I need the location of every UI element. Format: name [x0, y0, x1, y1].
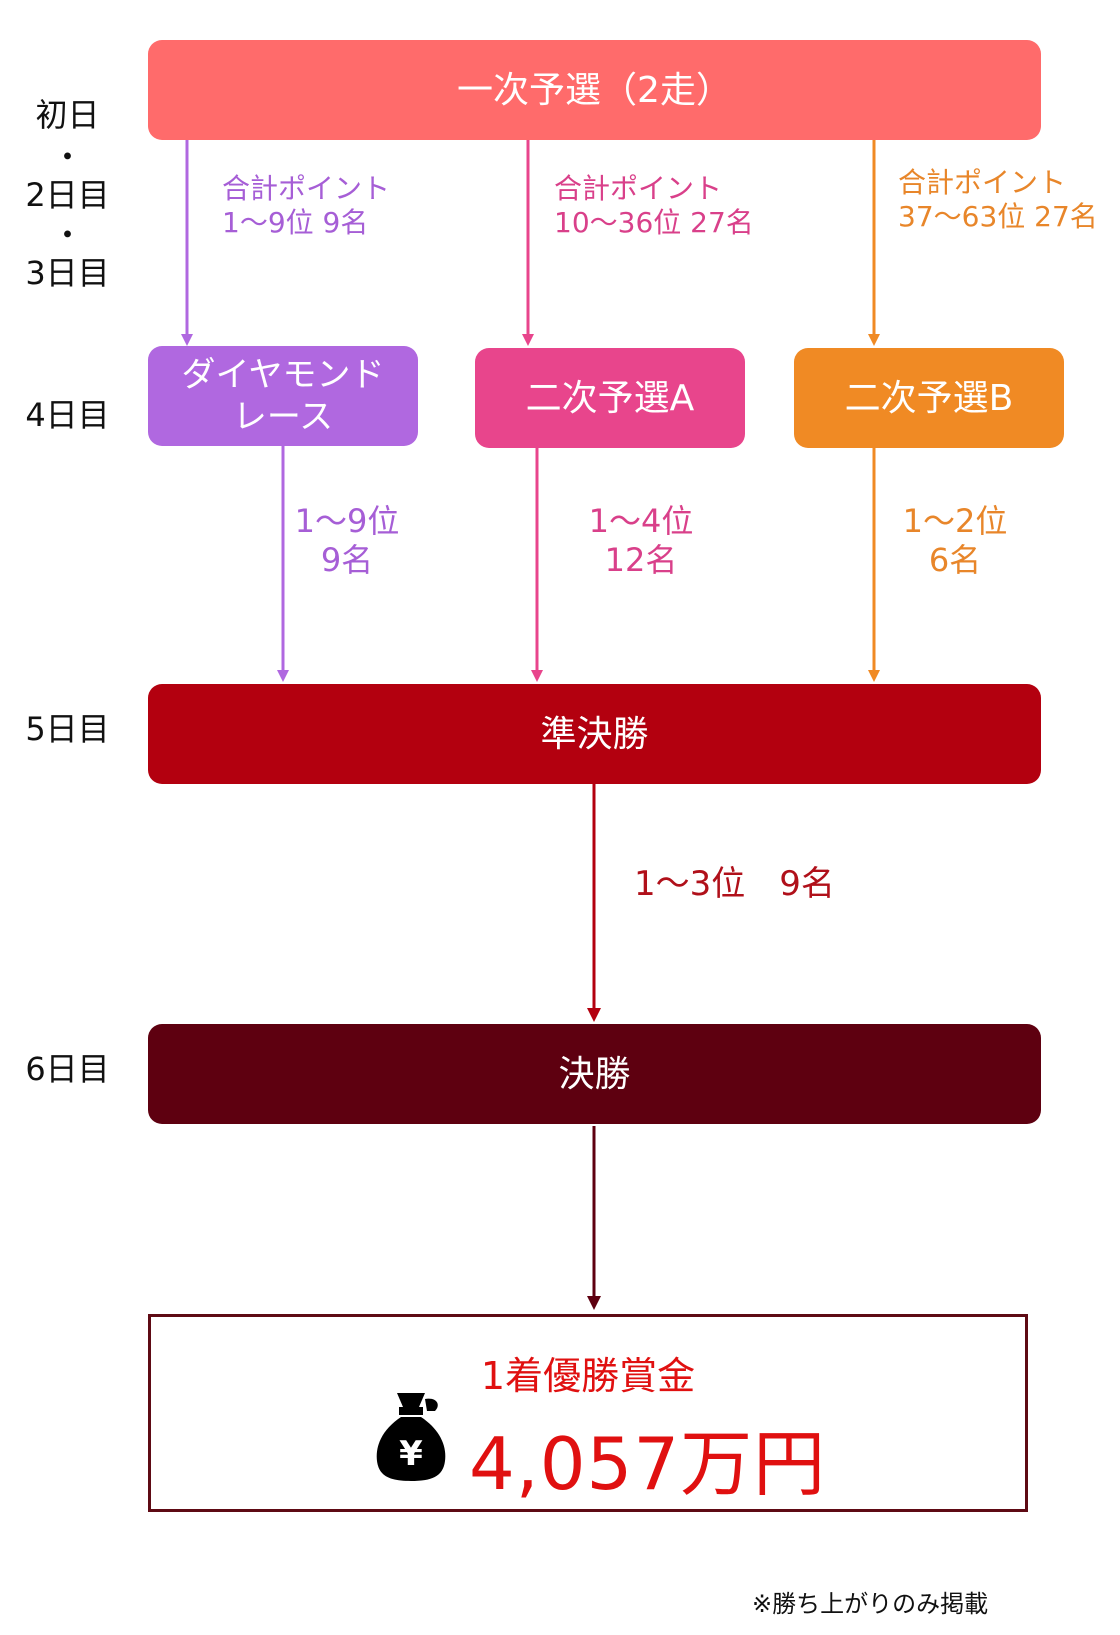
diamond-race-box: ダイヤモンド レース — [148, 346, 418, 446]
diamond-race-label-line2: レース — [232, 397, 334, 437]
day-label-1: 初日 — [35, 96, 100, 134]
semi-advance-label: 1〜3位 9名 — [634, 864, 835, 904]
diamond-race-label-line1: ダイヤモンド — [181, 354, 385, 395]
second-b-advance-line1: 1〜2位 — [902, 502, 1008, 540]
second-round-a-label: 二次予選A — [525, 377, 695, 419]
svg-text:¥: ¥ — [399, 1434, 423, 1474]
second-b-advance-line2: 6名 — [928, 541, 982, 580]
first-round-box: 一次予選（2走） — [148, 40, 1041, 140]
day-label-4: 4日目 — [25, 396, 110, 434]
diamond-advance-line1: 1〜9位 — [294, 502, 400, 540]
arrowhead — [868, 334, 880, 346]
second-a-advance-line2: 12名 — [604, 541, 678, 580]
arrowhead — [181, 334, 193, 346]
second-b-advance-label: 1〜2位 6名 — [890, 502, 1020, 580]
final-box: 決勝 — [148, 1024, 1041, 1124]
second-round-b-label: 二次予選B — [844, 377, 1014, 419]
prize-box: 1着優勝賞金 ¥ 4,057万円 — [148, 1314, 1028, 1512]
final-label: 決勝 — [558, 1053, 631, 1095]
to-second-a-label-line1: 合計ポイント — [554, 172, 723, 205]
to-second-a-label-line2: 10〜36位 27名 — [554, 206, 754, 240]
semi-final-label: 準決勝 — [540, 713, 649, 755]
second-a-advance-label: 1〜4位 12名 — [576, 502, 706, 580]
footnote: ※勝ち上がりのみ掲載 — [752, 1590, 989, 1618]
arrowhead — [277, 670, 289, 682]
arrowhead — [531, 670, 543, 682]
arrowhead — [587, 1296, 601, 1310]
arrowhead — [522, 334, 534, 346]
day-label-2: 2日目 — [25, 176, 110, 214]
day-label-3: 3日目 — [25, 254, 110, 292]
day-label-6: 6日目 — [25, 1050, 110, 1088]
day-label-5: 5日目 — [25, 710, 110, 748]
to-second-b-label: 合計ポイント 37〜63位 27名 — [898, 166, 1098, 234]
day-separator: ・ — [51, 216, 84, 254]
to-diamond-label-line1: 合計ポイント — [222, 172, 391, 205]
to-second-b-label-line1: 合計ポイント — [898, 166, 1067, 199]
to-diamond-label-line2: 1〜9位 9名 — [222, 206, 369, 240]
to-diamond-label: 合計ポイント 1〜9位 9名 — [222, 172, 390, 240]
prize-amount: 4,057万円 — [469, 1422, 827, 1506]
money-bag-yen-icon: ¥ — [376, 1393, 446, 1481]
day-separator: ・ — [51, 138, 84, 176]
second-round-a-box: 二次予選A — [475, 348, 745, 448]
semi-final-box: 準決勝 — [148, 684, 1041, 784]
diamond-advance-label: 1〜9位 9名 — [282, 502, 412, 580]
to-second-a-label: 合計ポイント 10〜36位 27名 — [554, 172, 754, 240]
prize-title: 1着優勝賞金 — [480, 1354, 696, 1398]
second-a-advance-line1: 1〜4位 — [588, 502, 694, 540]
arrowhead — [587, 1008, 601, 1022]
diamond-advance-line2: 9名 — [320, 541, 374, 580]
second-round-b-box: 二次予選B — [794, 348, 1064, 448]
to-second-b-label-line2: 37〜63位 27名 — [898, 200, 1098, 234]
arrowhead — [868, 670, 880, 682]
first-round-label: 一次予選（2走） — [457, 69, 732, 111]
